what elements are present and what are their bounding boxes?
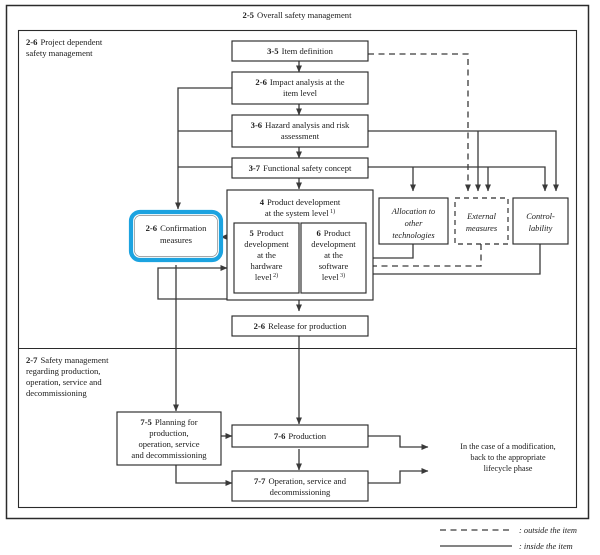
modification-note-line3: lifecycle phase — [484, 464, 533, 473]
box-external-measures-line1: External — [466, 212, 497, 221]
inner-panel — [17, 29, 578, 509]
box-planning-line2: production, — [149, 428, 188, 438]
project-dependent-label-line2: safety management — [26, 48, 93, 58]
dashed-item-to-external — [368, 53, 471, 192]
box-confirmation-measures-inner — [134, 215, 218, 257]
box-software-level[interactable] — [300, 222, 367, 294]
box-operation-line2: decommissioning — [270, 487, 331, 497]
production-phase-label-line3: operation, service and — [26, 377, 102, 387]
dashed-external-return — [344, 244, 482, 269]
box-planning[interactable] — [116, 411, 222, 466]
box-release-for-production[interactable] — [231, 315, 369, 337]
box-controllability[interactable] — [512, 197, 569, 245]
box-impact-analysis[interactable] — [231, 71, 369, 105]
box-allocation[interactable] — [378, 197, 449, 245]
box-software-level-line3: at the — [324, 250, 343, 260]
box-hardware-level-line2: development — [244, 239, 289, 249]
box-functional-safety-concept[interactable] — [231, 157, 369, 179]
box-operation[interactable] — [231, 470, 369, 502]
box-hardware-level-line3: at the — [257, 250, 276, 260]
box-software-level-line2: development — [311, 239, 356, 249]
modification-note-line2: back to the appropriate — [470, 453, 546, 462]
box-hardware-level-line4: hardware — [251, 261, 283, 271]
box-hazard-analysis-line2: assessment — [281, 131, 320, 141]
box-production[interactable] — [231, 424, 369, 448]
line-controllability-return — [344, 244, 541, 277]
modification-note-line1: In the case of a modification, — [460, 442, 555, 451]
arrow-production-modification — [368, 435, 429, 450]
box-external-measures[interactable] — [454, 197, 509, 245]
production-phase-label-line2: regarding production, — [26, 366, 100, 376]
arrow-operation-modification — [368, 468, 429, 484]
box-confirmation-measures[interactable] — [128, 209, 224, 263]
box-item-definition[interactable] — [231, 40, 369, 62]
production-phase-label-line4: decommissioning — [26, 388, 87, 398]
box-planning-line3: operation, service — [138, 439, 199, 449]
box-hazard-analysis[interactable] — [231, 114, 369, 148]
box-external-measures-line2: measures — [466, 224, 497, 233]
legend-outside-label: : outside the item — [519, 526, 577, 535]
line-impact-to-confirmation — [175, 87, 232, 210]
outer-frame — [5, 4, 590, 520]
box-allocation-line3: technologies — [392, 231, 434, 240]
box-planning-line4: and decommissioning — [131, 450, 207, 460]
box-controllability-line1: Control- — [526, 212, 555, 221]
box-allocation-line2: other — [405, 219, 423, 228]
arrow-planning-to-operation — [175, 465, 233, 486]
box-confirmation-measures-line2: measures — [160, 235, 193, 245]
box-impact-analysis-line2: item level — [283, 88, 318, 98]
box-controllability-line2: lability — [529, 224, 553, 233]
box-hardware-level[interactable] — [233, 222, 300, 294]
legend-inside-label: : inside the item — [519, 542, 573, 551]
box-software-level-line4: software — [319, 261, 349, 271]
line-fsc-to-controllability — [368, 166, 548, 192]
box-allocation-line1: Allocation to — [391, 207, 436, 216]
line-hazard-to-controllability — [368, 130, 559, 192]
